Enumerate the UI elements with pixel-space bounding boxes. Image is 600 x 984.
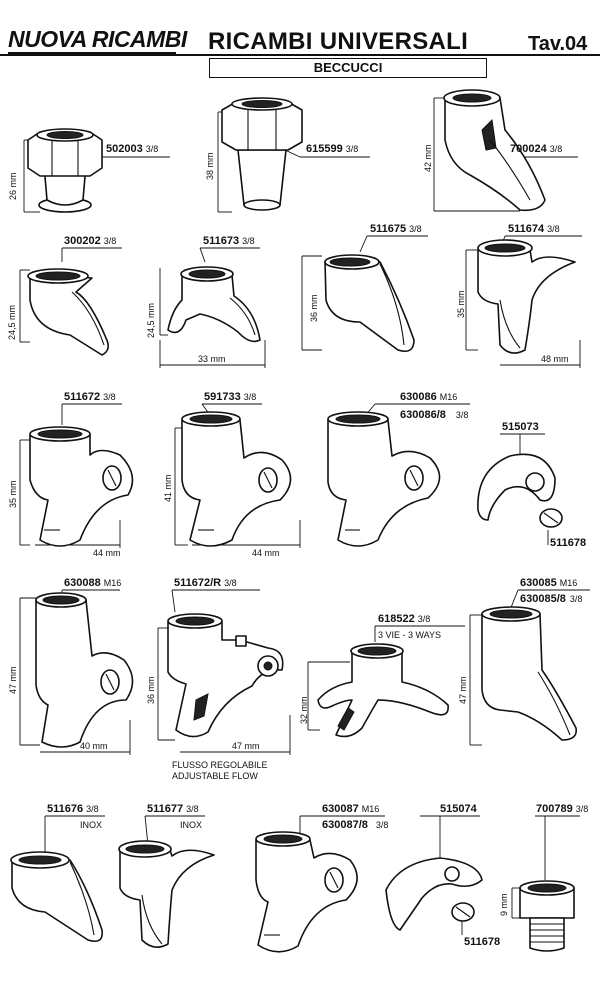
dim-700024-height: 42 mm: [423, 144, 433, 172]
dim-511672-width: 44 mm: [93, 548, 121, 558]
part-code-511678-b: 511678: [464, 936, 501, 948]
page-title: RICAMBI UNIVERSALI: [208, 28, 469, 55]
dim-511674-width: 48 mm: [541, 354, 569, 364]
part-code-511678-a: 511678: [550, 537, 587, 549]
dim-511672r-height: 36 mm: [146, 676, 156, 704]
table-number: Tav.04: [528, 33, 588, 55]
dim-591733-height: 41 mm: [163, 474, 173, 502]
note-flusso-regolabile: FLUSSO REGOLABILE: [172, 760, 268, 770]
part-code-515073: 515073: [502, 421, 539, 433]
dim-511673-height: 24,5 mm: [146, 302, 156, 338]
dim-502003-height: 26 mm: [8, 172, 18, 200]
dim-300202-height: 24,5 mm: [7, 304, 17, 340]
dim-700789-height: 9 mm: [499, 893, 509, 917]
brand-underline: [8, 52, 176, 55]
dim-591733-width: 44 mm: [252, 548, 280, 558]
note-inox-511676: INOX: [80, 820, 103, 830]
dim-618522-height: 32 mm: [299, 696, 309, 724]
dim-511675-height: 36 mm: [309, 294, 319, 322]
dim-630088-height: 47 mm: [8, 666, 18, 694]
note-inox-511677: INOX: [180, 820, 203, 830]
header-rule: [0, 54, 600, 56]
dim-630085-height: 47 mm: [458, 676, 468, 704]
dim-511674-height: 35 mm: [456, 290, 466, 318]
brand-logo: NUOVA RICAMBI: [8, 26, 187, 52]
dim-630088-width: 40 mm: [80, 741, 108, 751]
dim-615599-height: 38 mm: [205, 152, 215, 180]
note-adjustable-flow: ADJUSTABLE FLOW: [172, 771, 258, 781]
dim-511672r-width: 47 mm: [232, 741, 260, 751]
note-3-ways: 3 VIE - 3 WAYS: [378, 630, 442, 640]
section-subtitle: BECCUCCI: [209, 58, 487, 78]
dim-511672-height: 35 mm: [8, 480, 18, 508]
dim-511673-width: 33 mm: [198, 354, 226, 364]
part-code-515074: 515074: [440, 803, 477, 815]
